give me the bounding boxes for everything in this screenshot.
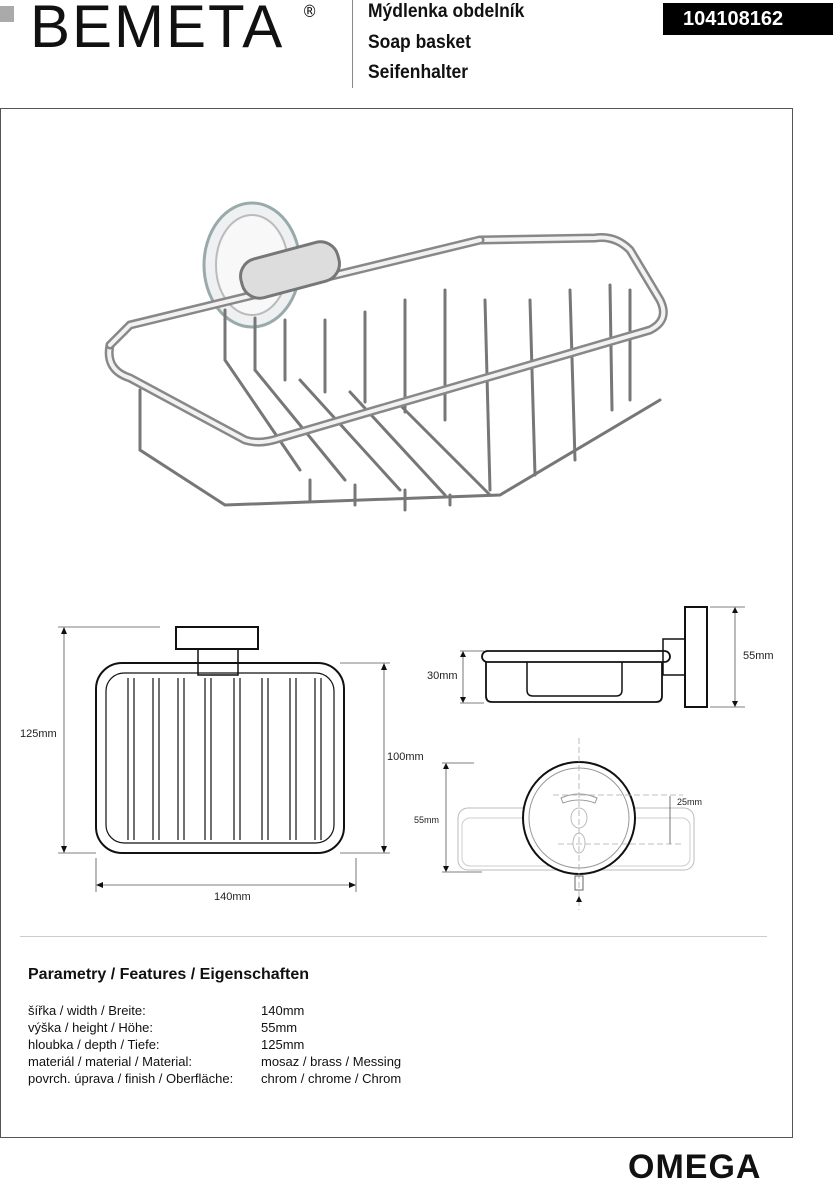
feature-value: chrom / chrome / Chrom [261, 1071, 402, 1086]
product-photo [104, 201, 668, 512]
series-name: OMEGA [628, 1148, 762, 1186]
feature-row: šířka / width / Breite: 140mm [28, 1003, 528, 1018]
features-title: Parametry / Features / Eigenschaften [28, 966, 309, 983]
feature-value: 140mm [261, 1003, 305, 1018]
dim-hole-spacing: 25mm [677, 797, 702, 807]
dim-front-height: 125mm [20, 728, 57, 740]
feature-value: 125mm [261, 1037, 305, 1052]
front-view-drawing [58, 626, 390, 892]
feature-label: materiál / material / Material: [28, 1054, 192, 1069]
registered-mark: ® [302, 2, 318, 22]
dim-side-basket-height: 30mm [427, 670, 458, 682]
section-divider [20, 936, 767, 937]
feature-label: šířka / width / Breite: [28, 1003, 146, 1018]
dim-side-total-height: 55mm [743, 650, 774, 662]
feature-label: povrch. úprava / finish / Oberfläche: [28, 1071, 234, 1086]
title-de: Seifenhalter [368, 62, 469, 83]
dim-front-inner-height: 100mm [387, 751, 424, 763]
logo-mark [0, 6, 14, 22]
content-frame [0, 108, 793, 1138]
mount-view-drawing [442, 738, 695, 910]
feature-row: povrch. úprava / finish / Oberfläche: chr… [28, 1071, 528, 1086]
feature-label: hloubka / depth / Tiefe: [28, 1037, 160, 1052]
feature-label: výška / height / Höhe: [28, 1020, 154, 1035]
feature-row: materiál / material / Material: mosaz / b… [28, 1054, 528, 1069]
brand-logo: BEMETA [30, 0, 285, 60]
feature-value: mosaz / brass / Messing [261, 1054, 402, 1069]
title-cz: Mýdlenka obdelník [368, 1, 525, 22]
dim-front-width: 140mm [214, 891, 251, 903]
feature-value: 55mm [261, 1020, 298, 1035]
product-code: 104108162 [663, 3, 833, 35]
dim-mount-height: 55mm [414, 815, 439, 825]
feature-row: výška / height / Höhe: 55mm [28, 1020, 528, 1035]
title-en: Soap basket [368, 32, 471, 53]
header-divider [352, 0, 353, 88]
feature-row: hloubka / depth / Tiefe: 125mm [28, 1037, 528, 1052]
side-view-drawing [460, 606, 745, 708]
